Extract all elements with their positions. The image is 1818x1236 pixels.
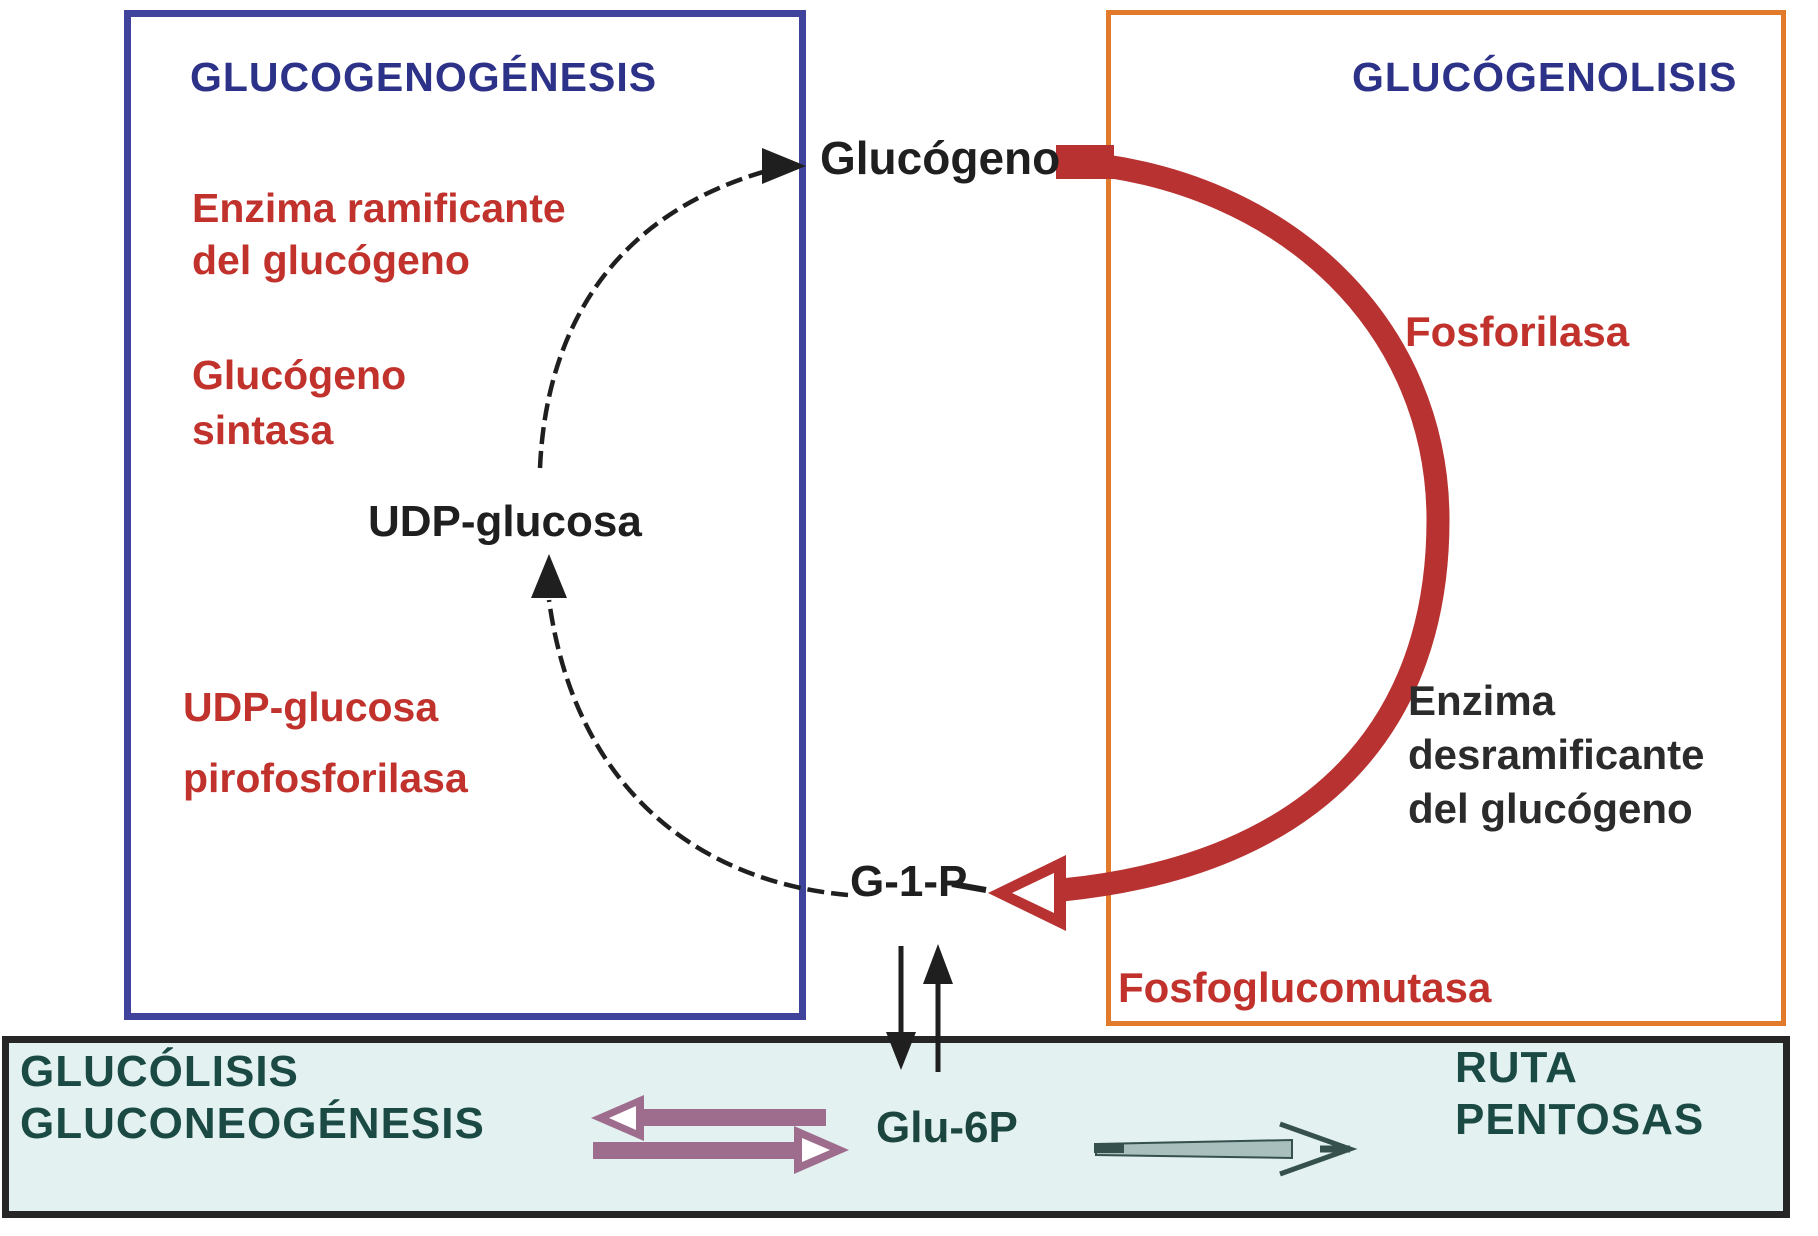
glycogen-metabolite-label: Glucógeno [820, 132, 1061, 184]
debranching-enzyme-label: Enzima desramificante del glucógeno [1408, 677, 1705, 832]
udp-glucose-metabolite-label: UDP-glucosa [368, 497, 642, 546]
phosphoglucomutase-label: Fosfoglucomutasa [1118, 964, 1492, 1011]
udp-glucose-pyrophosphorylase-label: UDP-glucosa pirofosforilasa [183, 684, 468, 801]
branching-enzyme-label: Enzima ramificante del glucógeno [192, 185, 566, 284]
glu6p-metabolite-label: Glu-6P [876, 1103, 1018, 1152]
glycogen-synthase-label: Glucógeno sintasa [192, 352, 407, 454]
glycogenogenesis-panel [124, 10, 806, 1020]
g1p-metabolite-label: G-1-P [850, 857, 968, 906]
glycogenolysis-title: GLUCÓGENOLISIS [1352, 54, 1738, 100]
glycogenogenesis-title: GLUCOGENOGÉNESIS [190, 54, 658, 100]
phosphorylase-label: Fosforilasa [1405, 308, 1630, 355]
glycolysis-gluconeogenesis-label: GLUCÓLISIS GLUCONEOGÉNESIS [20, 1047, 485, 1148]
glycogenolysis-panel [1106, 10, 1786, 1026]
pentose-route-label: RUTA PENTOSAS [1455, 1043, 1705, 1144]
